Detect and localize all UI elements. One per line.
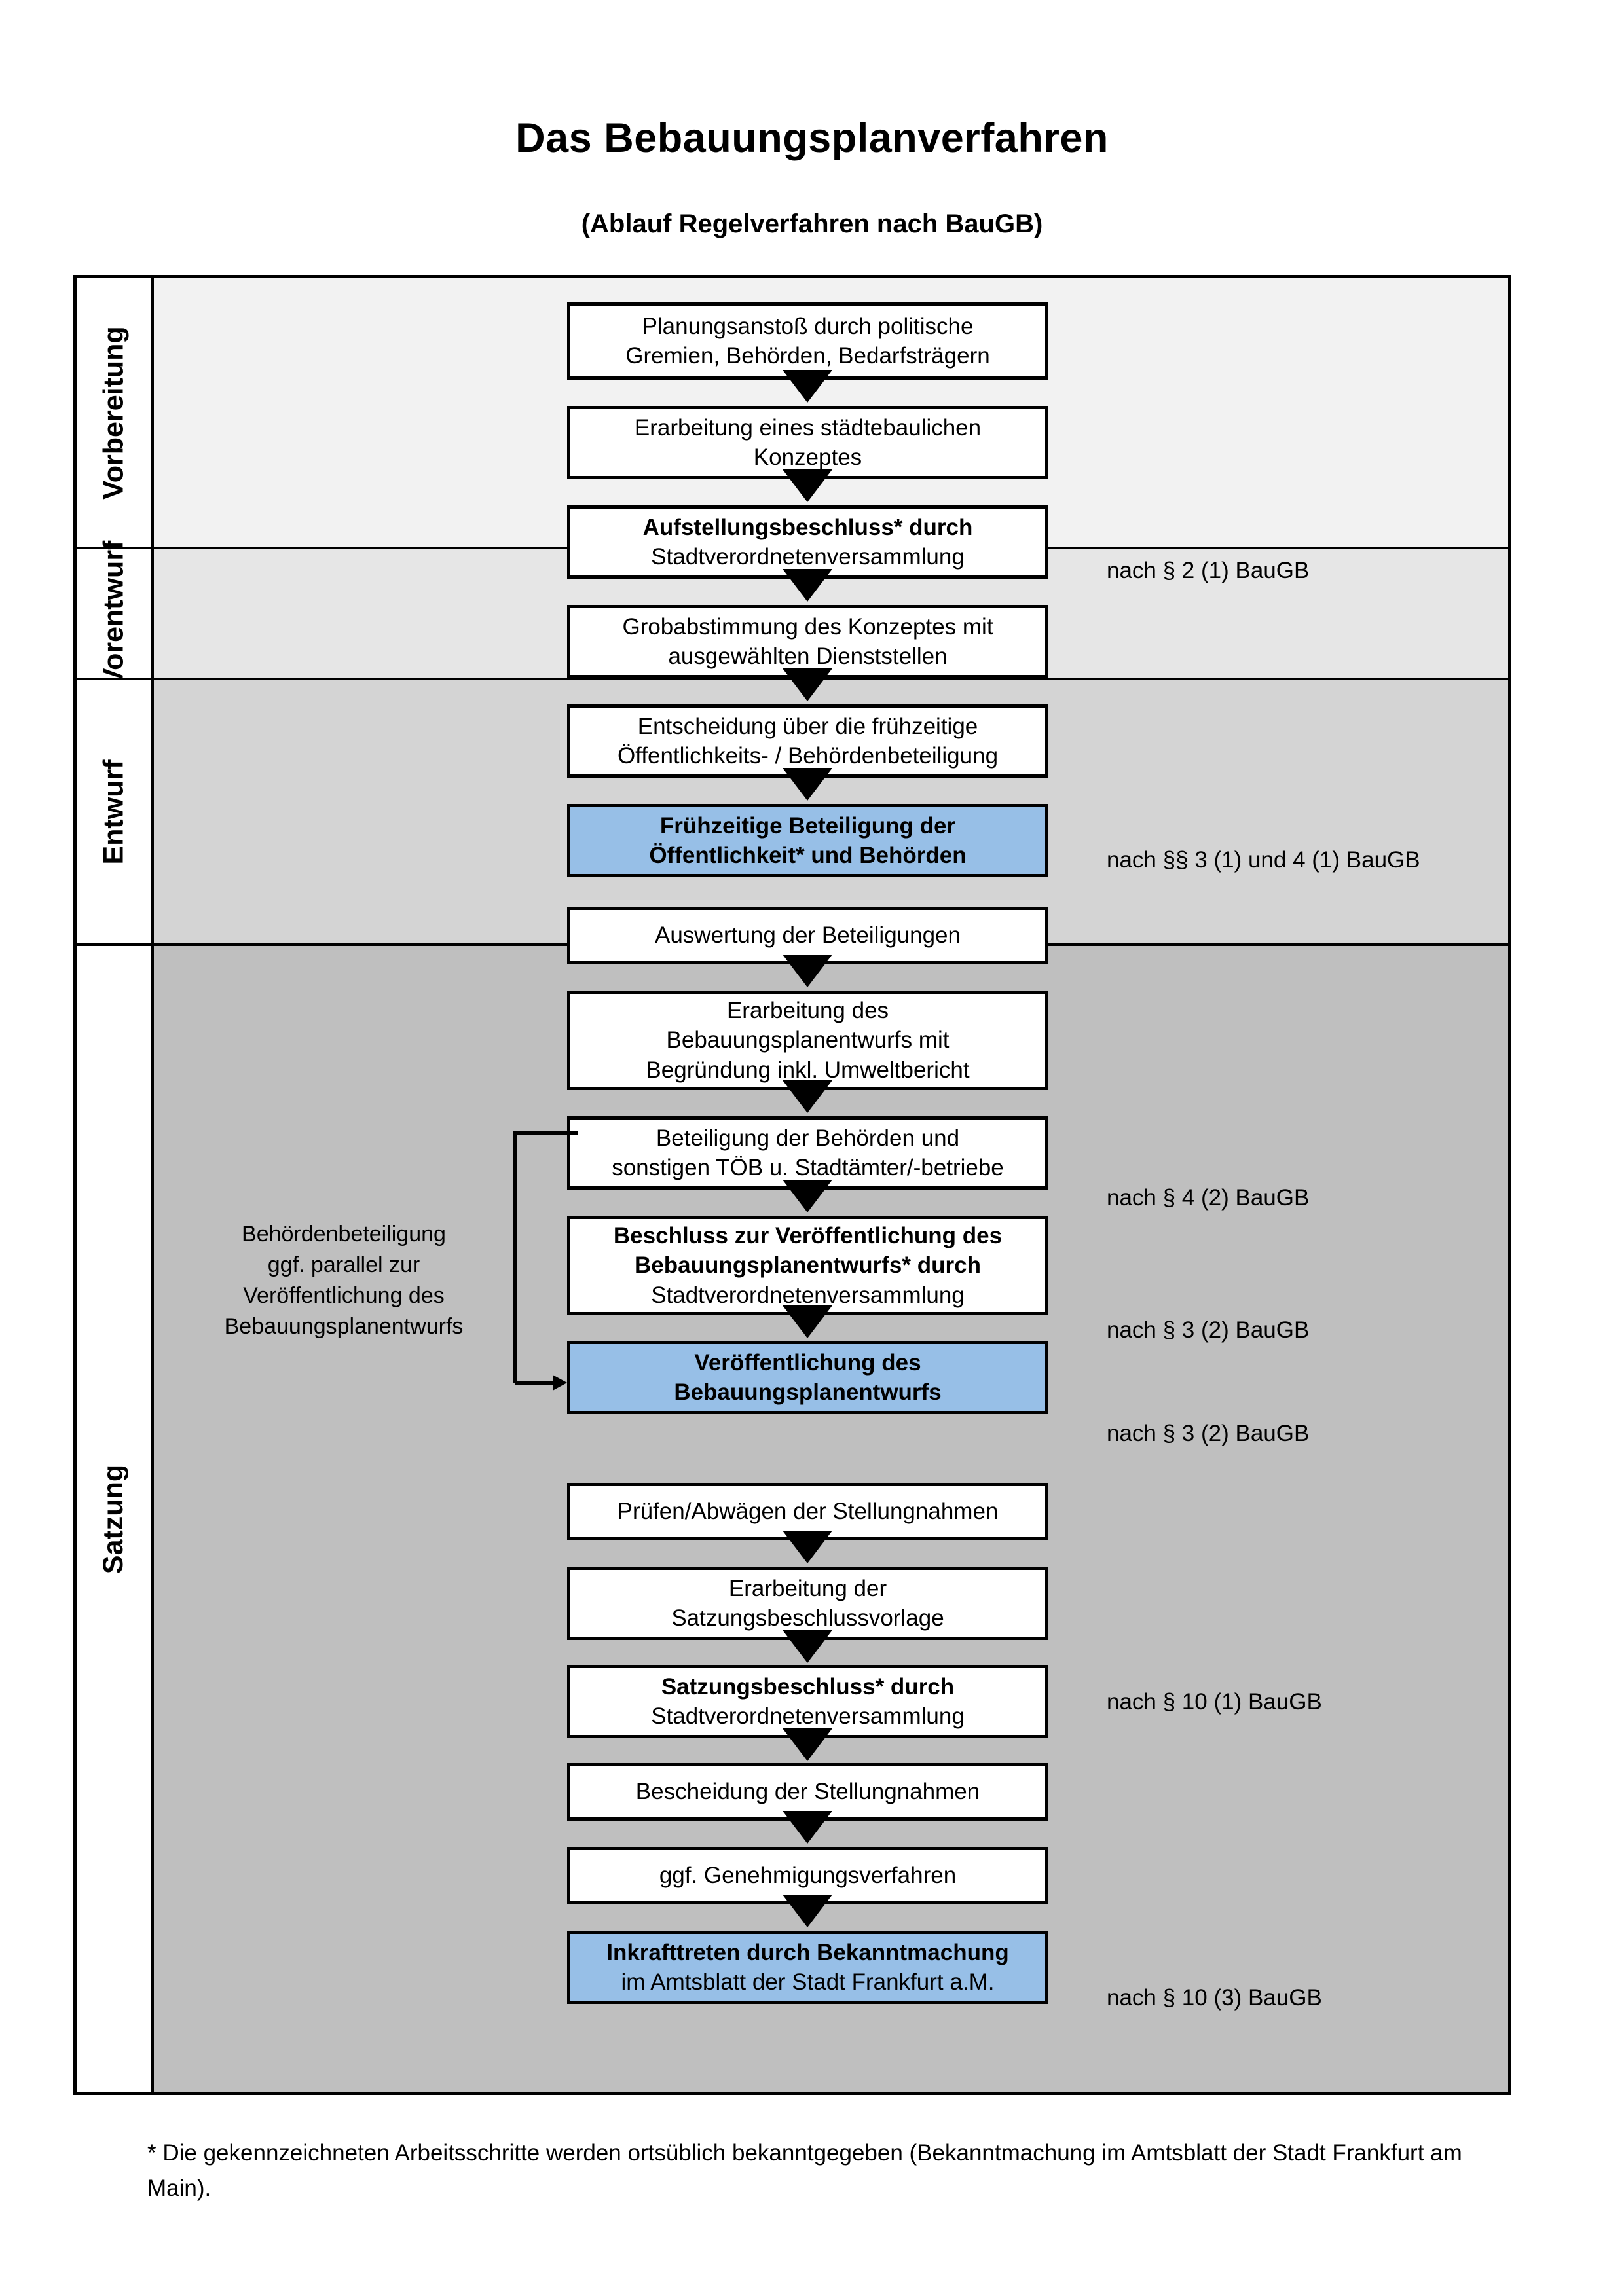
node-line-2: sonstigen TÖB u. Stadtämter/-betriebe	[612, 1155, 1004, 1180]
flow-node-entscheidung-fruehzeitige[interactable]: Entscheidung über die frühzeitige Öffent…	[567, 704, 1048, 778]
node-line-1: Frühzeitige Beteiligung der	[659, 812, 956, 839]
node-line-2: Stadtverordnetenversammlung	[651, 1704, 965, 1729]
node-line-1: Erarbeitung eines städtebaulichen	[634, 414, 982, 441]
flow-node-erarbeitung-bplan-entwurf[interactable]: Erarbeitung des Bebauungsplanentwurfs mi…	[567, 991, 1048, 1090]
flow-node-beschluss-veroeffentlichung[interactable]: Beschluss zur Veröffentlichung des Bebau…	[567, 1216, 1048, 1315]
flow-arrow-down-9	[783, 1305, 832, 1338]
node-line-2: Stadtverordnetenversammlung	[651, 544, 965, 570]
node-line-1: Erarbeitung des	[726, 997, 889, 1023]
legal-ref-2: nach §§ 3 (1) und 4 (1) BauGB	[1107, 847, 1420, 873]
node-line-2: im Amtsblatt der Stadt Frankfurt a.M.	[621, 1969, 995, 1995]
flow-arrow-down-3	[783, 569, 832, 602]
node-line-3: Begründung inkl. Umweltbericht	[646, 1057, 970, 1083]
legal-ref-5: nach § 3 (2) BauGB	[1107, 1421, 1310, 1446]
node-line-1: Grobabstimmung des Konzeptes mit	[622, 613, 993, 640]
legal-ref-3: nach § 4 (2) BauGB	[1107, 1185, 1310, 1211]
flow-node-fruehzeitige-beteiligung[interactable]: Frühzeitige Beteiligung der Öffentlichke…	[567, 804, 1048, 877]
band-label-satzung: Satzung	[77, 946, 154, 2092]
flow-node-satzungsbeschluss[interactable]: Satzungsbeschluss* durch Stadtverordnete…	[567, 1665, 1048, 1738]
flow-arrow-down-13	[783, 1811, 832, 1844]
band-label-text: Vorbereitung	[98, 325, 130, 500]
node-line-2: Gremien, Behörden, Bedarfsträgern	[625, 343, 990, 369]
flow-node-planungsanstoss[interactable]: Planungsanstoß durch politische Gremien,…	[567, 302, 1048, 380]
flow-node-grobabstimmung[interactable]: Grobabstimmung des Konzeptes mit ausgewä…	[567, 605, 1048, 678]
side-note-line-1: Behördenbeteiligung	[242, 1222, 446, 1247]
page-subtitle: (Ablauf Regelverfahren nach BauGB)	[581, 210, 1043, 238]
node-line-1: Inkrafttreten durch Bekanntmachung	[606, 1939, 1009, 1965]
flow-node-inkrafttreten[interactable]: Inkrafttreten durch Bekanntmachung im Am…	[567, 1931, 1048, 2004]
flow-arrow-down-8	[783, 1180, 832, 1212]
flow-arrow-down-5	[783, 768, 832, 801]
node-line-2: Öffentlichkeit* und Behörden	[649, 843, 967, 868]
node-line-3: Stadtverordnetenversammlung	[651, 1282, 965, 1308]
node-line-2: ausgewählten Dienststellen	[668, 644, 948, 669]
node-line-1: Beteiligung der Behörden und	[655, 1125, 960, 1151]
node-line-1: ggf. Genehmigungsverfahren	[659, 1863, 957, 1889]
footnote-text: * Die gekennzeichneten Arbeitsschritte w…	[147, 2140, 1462, 2202]
flow-node-bescheidung-stellungnahmen[interactable]: Bescheidung der Stellungnahmen	[567, 1763, 1048, 1821]
page-title: Das Bebauungsplanverfahren	[515, 115, 1109, 161]
band-label-entwurf: Entwurf	[77, 680, 154, 943]
side-note-line-3: Veröffentlichung des	[243, 1283, 445, 1308]
node-line-1: Auswertung der Beteiligungen	[655, 922, 961, 949]
legal-ref-6: nach § 10 (1) BauGB	[1107, 1689, 1322, 1715]
flow-arrow-down-2	[783, 469, 832, 502]
flow-node-beteiligung-behoerden-toeb[interactable]: Beteiligung der Behörden und sonstigen T…	[567, 1116, 1048, 1190]
legal-ref-1: nach § 2 (1) BauGB	[1107, 558, 1310, 583]
flow-node-staedtebauliches-konzept[interactable]: Erarbeitung eines städtebaulichen Konzep…	[567, 406, 1048, 479]
side-note-line-2: ggf. parallel zur	[267, 1252, 420, 1277]
band-label-vorbereitung: Vorbereitung	[77, 278, 154, 547]
node-line-1: Beschluss zur Veröffentlichung des	[613, 1222, 1003, 1248]
flow-node-veroeffentlichung-bplan[interactable]: Veröffentlichung des Bebauungsplanentwur…	[567, 1341, 1048, 1414]
flow-arrow-down-14	[783, 1895, 832, 1927]
node-line-1: Satzungsbeschluss* durch	[661, 1673, 955, 1700]
node-line-1: Planungsanstoß durch politische	[642, 313, 974, 339]
band-label-text: Satzung	[98, 1464, 130, 1574]
flow-arrow-down-10	[783, 1531, 832, 1563]
flow-arrow-down-7	[783, 1080, 832, 1113]
flow-node-erarbeitung-satzungsvorlage[interactable]: Erarbeitung der Satzungsbeschlussvorlage	[567, 1567, 1048, 1640]
legal-ref-7: nach § 10 (3) BauGB	[1107, 1985, 1322, 2011]
band-label-vorentwurf: Vorentwurf	[77, 540, 154, 687]
node-line-2: Bebauungsplanentwurfs	[674, 1379, 942, 1405]
flow-arrow-down-12	[783, 1728, 832, 1761]
flow-arrow-down-1	[783, 370, 832, 403]
node-line-2: Bebauungsplanentwurfs* durch	[635, 1252, 981, 1279]
band-label-text: Entwurf	[98, 759, 130, 865]
node-line-1: Erarbeitung der	[728, 1575, 887, 1601]
side-note-behoerdenbeteiligung: Behördenbeteiligung ggf. parallel zur Ve…	[196, 1219, 491, 1342]
flow-arrow-down-4	[783, 668, 832, 701]
legal-ref-4: nach § 3 (2) BauGB	[1107, 1317, 1310, 1343]
flow-arrow-down-6	[783, 955, 832, 987]
band-label-text: Vorentwurf	[98, 540, 130, 687]
node-line-1: Veröffentlichung des	[694, 1349, 921, 1376]
node-line-1: Aufstellungsbeschluss* durch	[642, 514, 973, 540]
node-line-1: Entscheidung über die frühzeitige	[637, 713, 978, 739]
node-line-1: Prüfen/Abwägen der Stellungnahmen	[617, 1499, 999, 1525]
flow-arrow-down-11	[783, 1630, 832, 1663]
node-line-2: Konzeptes	[753, 445, 862, 470]
flow-node-aufstellungsbeschluss[interactable]: Aufstellungsbeschluss* durch Stadtverord…	[567, 505, 1048, 579]
side-note-line-4: Bebauungsplanentwurfs	[224, 1313, 464, 1339]
node-line-2: Öffentlichkeits- / Behördenbeteiligung	[617, 743, 999, 769]
node-line-1: Bescheidung der Stellungnahmen	[635, 1779, 980, 1805]
node-line-2: Satzungsbeschlussvorlage	[671, 1605, 944, 1631]
node-line-2: Bebauungsplanentwurfs mit	[666, 1027, 950, 1053]
